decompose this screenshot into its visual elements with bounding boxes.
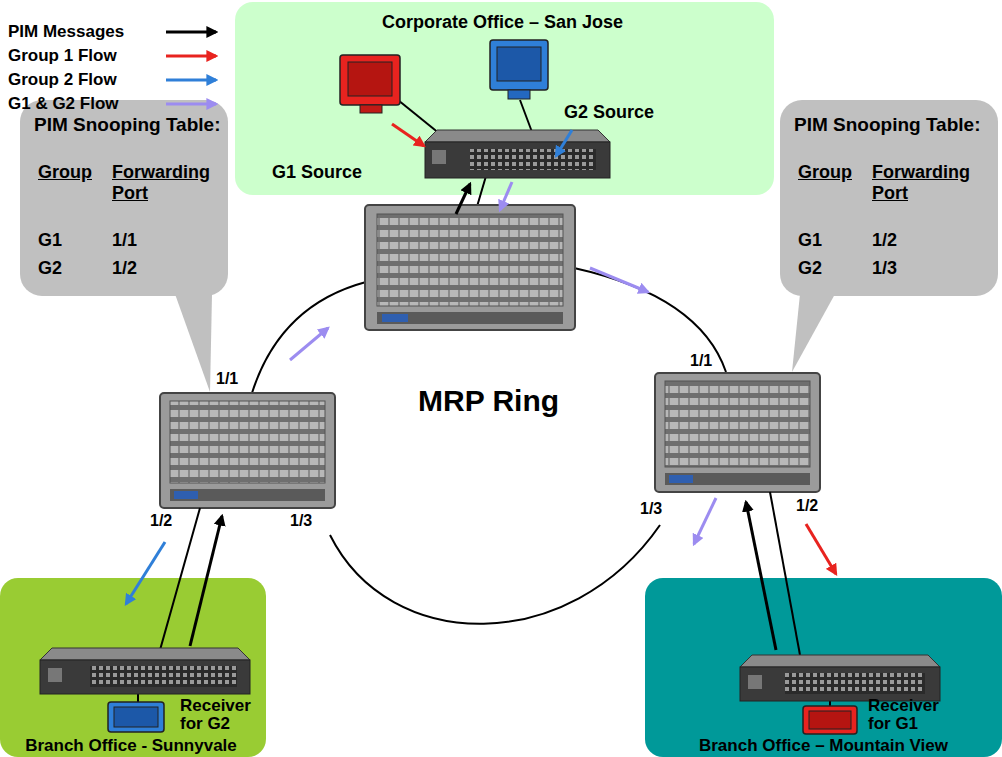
snooping-callout: PIM Snooping Table: Group Forwarding PortG…: [780, 100, 998, 296]
ring-router: [160, 393, 335, 508]
ring-link: [252, 282, 366, 393]
snooping-callout-fill: [20, 100, 228, 296]
callout-title: PIM Snooping Table:: [34, 114, 220, 136]
branch-region: Branch Office – Mountain View Receiver fo…: [645, 578, 1002, 757]
receiver-monitor: [803, 706, 857, 734]
region-title: Branch Office - Sunnyvale: [0, 736, 262, 756]
table-header: Group: [798, 162, 852, 183]
legend-text: Group 2 Flow: [8, 70, 117, 90]
receiver-node: Receiver for G2: [178, 697, 266, 737]
receiver-label: Receiver for G2: [180, 697, 262, 733]
ring-router-node: 1/1 1/2 1/3: [140, 368, 345, 535]
link: [137, 694, 139, 702]
callout-title: PIM Snooping Table:: [794, 114, 980, 136]
branch-region-fill: [0, 578, 266, 757]
callout-tail: [792, 294, 835, 372]
flow-arrows: [126, 124, 836, 650]
core-router: [365, 205, 575, 330]
callout-tail: [175, 294, 212, 392]
port-label: 1/3: [640, 500, 662, 518]
receiver-monitor: [108, 702, 164, 732]
link: [520, 100, 532, 132]
port-label: 1/1: [216, 370, 238, 388]
branch-region: Branch Office - Sunnyvale Receiver for G2: [0, 578, 266, 757]
table-cell: 1/2: [872, 230, 897, 251]
source-monitor: [490, 40, 548, 99]
snooping-callout: PIM Snooping Table: Group Forwarding PortG…: [20, 100, 228, 296]
port-label: 1/2: [150, 512, 172, 530]
table-cell: G1: [798, 230, 822, 251]
port-label: 1/3: [290, 512, 312, 530]
office-region: Corporate Office – San Jose G1 Source G2 S…: [235, 2, 774, 195]
table-cell: G2: [798, 258, 822, 279]
legend-arrows: [166, 32, 216, 104]
ring-link: [330, 525, 660, 624]
ring-router-node: 1/1 1/3 1/2: [636, 350, 830, 525]
lan-switch: [740, 655, 940, 701]
table-header: Group: [38, 162, 92, 183]
link: [770, 492, 800, 655]
ring-label: MRP Ring: [418, 384, 559, 419]
table-cell: 1/2: [112, 258, 137, 279]
table-cell: 1/3: [872, 258, 897, 279]
source-node: G1 Source: [270, 160, 388, 186]
lan-switch: [40, 648, 250, 694]
table-header: Forwarding Port: [112, 162, 224, 203]
receiver-node: Receiver for G1: [866, 697, 962, 737]
source-label: G1 Source: [272, 162, 362, 183]
branch-region-fill: [645, 578, 1002, 757]
region-title: Branch Office – Mountain View: [645, 736, 1002, 756]
table-cell: G2: [38, 258, 62, 279]
link: [398, 100, 440, 134]
ring-link: [574, 268, 726, 372]
port-label: 1/2: [796, 497, 818, 515]
table-header: Forwarding Port: [872, 162, 984, 203]
region-title: Corporate Office – San Jose: [235, 12, 770, 33]
table-cell: 1/1: [112, 230, 137, 251]
office-region-fill: [235, 2, 774, 195]
table-cell: G1: [38, 230, 62, 251]
source-monitor: [340, 55, 400, 113]
lan-switch: [425, 130, 610, 178]
legend-text: Group 1 Flow: [8, 46, 117, 66]
port-label: 1/1: [690, 352, 712, 370]
ring-router: [655, 373, 820, 492]
receiver-label: Receiver for G1: [868, 697, 958, 733]
legend-text: G1 & G2 Flow: [8, 94, 119, 114]
source-label: G2 Source: [564, 102, 654, 123]
legend-text: PIM Messages: [8, 22, 124, 42]
source-node: G2 Source: [562, 100, 680, 126]
snooping-callout-fill: [780, 100, 998, 296]
